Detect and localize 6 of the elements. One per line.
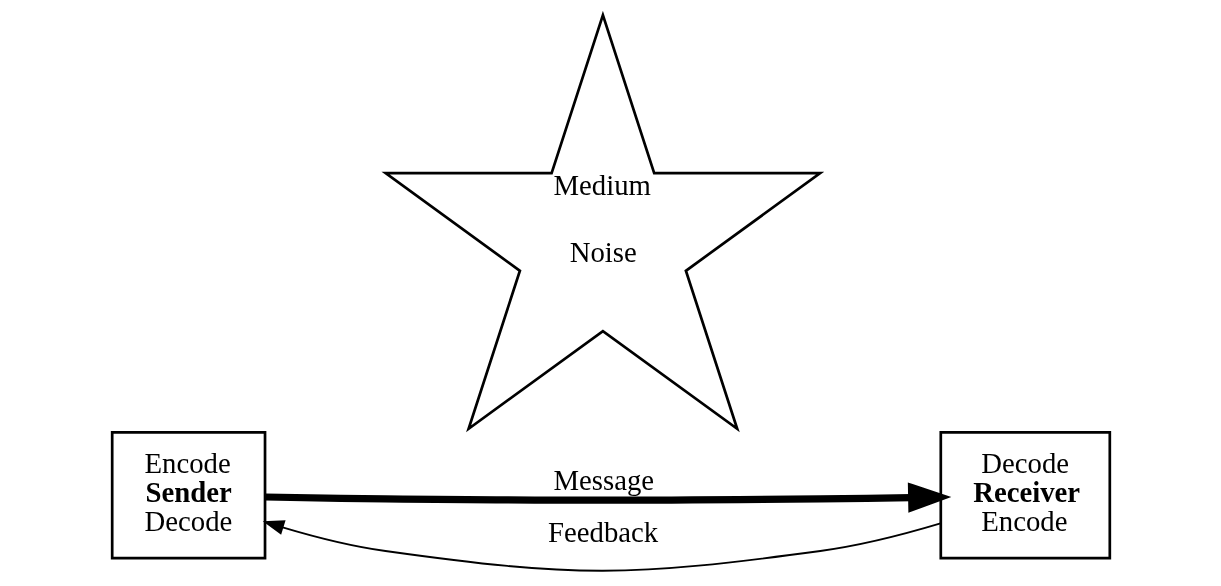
arrow bbox=[264, 482, 951, 513]
node-box: Decode Receiver Encode bbox=[938, 431, 1111, 560]
node-box: Encode Sender Decode bbox=[110, 431, 266, 560]
edge-label: Message bbox=[552, 463, 654, 496]
edge-label: Feedback bbox=[547, 515, 658, 548]
arrow bbox=[262, 520, 941, 572]
